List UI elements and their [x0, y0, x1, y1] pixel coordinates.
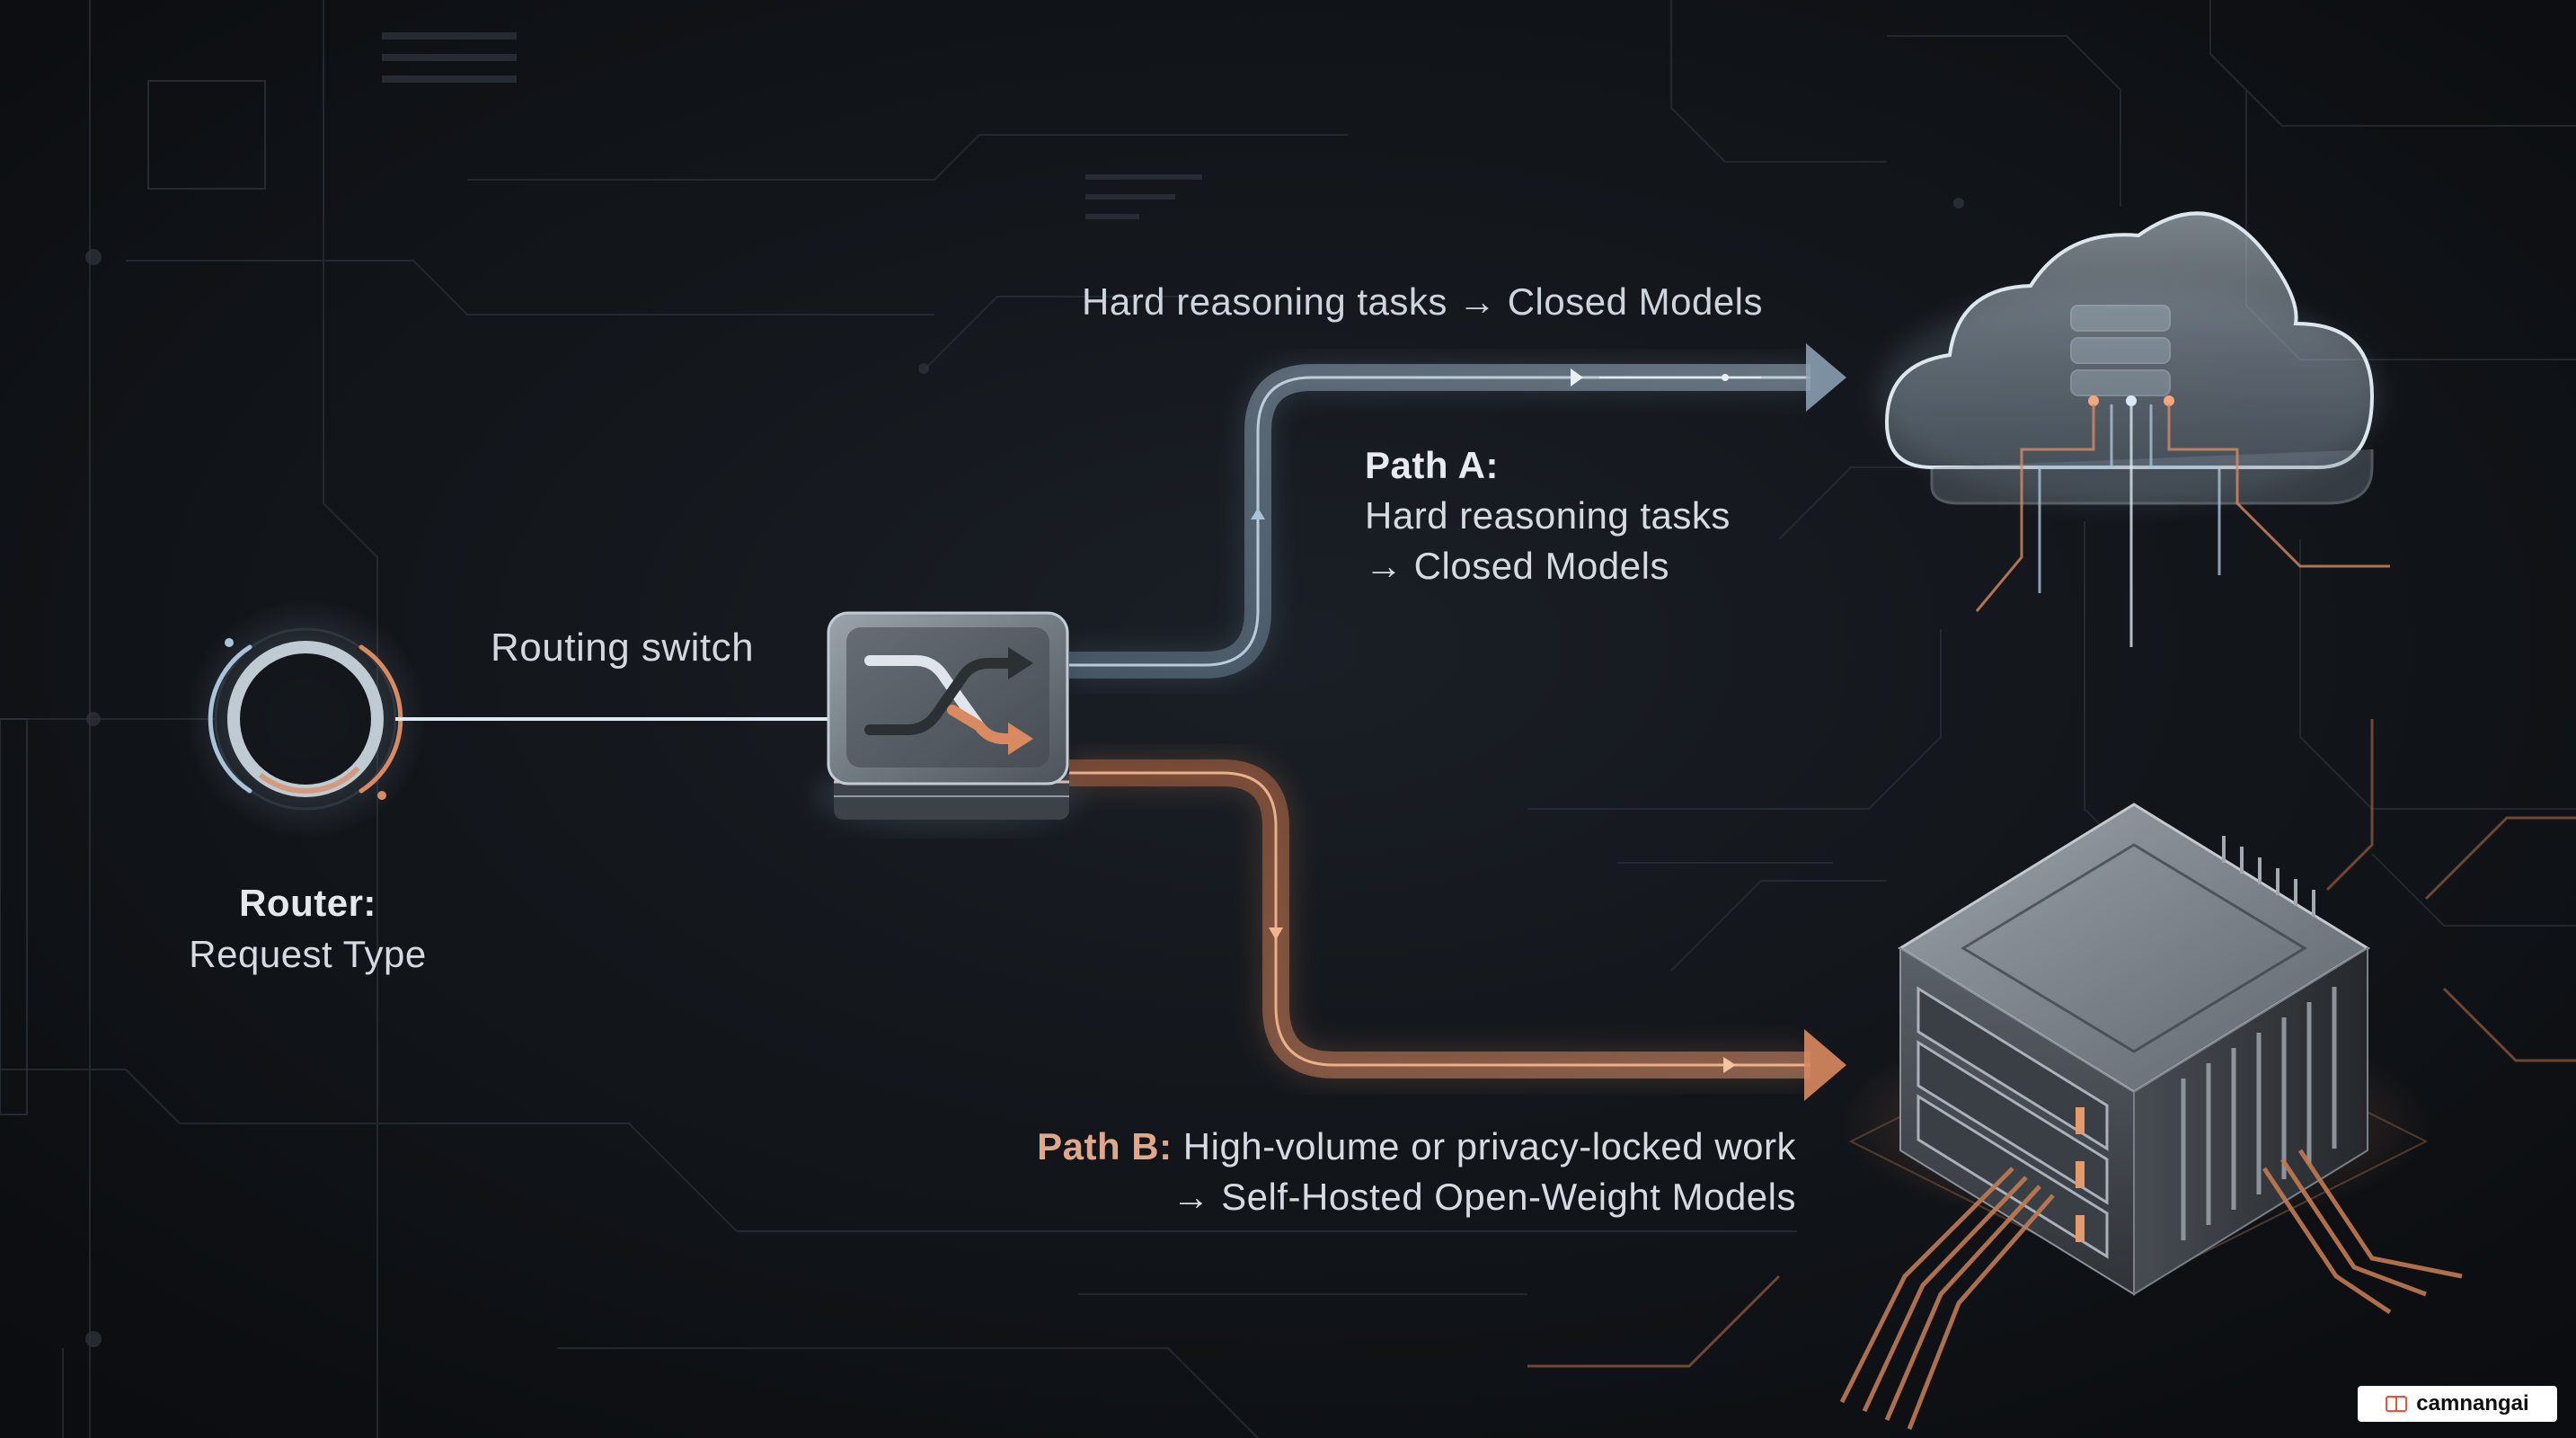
path-b-title: Path B: [1037, 1125, 1173, 1167]
router-node-icon [184, 598, 427, 840]
shuffle-switch-icon [813, 611, 1083, 831]
server-icon [1837, 803, 2430, 1296]
path-b-line1-row: Path B: High-volume or privacy-locked wo… [1037, 1122, 1796, 1172]
watermark-text: camnangai [2416, 1391, 2529, 1416]
path-a-label: Path A: Hard reasoning tasks → Closed Mo… [1365, 440, 1731, 591]
watermark-badge: camnangai [2358, 1386, 2557, 1422]
router-label: Router: Request Type [135, 877, 481, 980]
cloud-icon [1878, 211, 2381, 505]
top-path-label: Hard reasoning tasks → Closed Models [1082, 280, 1764, 323]
path-a-line1: Hard reasoning tasks [1365, 494, 1731, 537]
path-b-connector [1069, 755, 1846, 1101]
book-icon [2386, 1396, 2408, 1412]
cloud-circuit-traces [1975, 404, 2390, 647]
routing-switch-label: Routing switch [491, 626, 755, 670]
server-circuit-traces [1527, 719, 2576, 1368]
router-subtitle: Request Type [189, 933, 427, 975]
circuit-decor [0, 32, 1964, 1347]
server-cables [1839, 1149, 2463, 1430]
path-b-line2: → Self-Hosted Open-Weight Models [1172, 1176, 1796, 1218]
path-b-label: Path B: High-volume or privacy-locked wo… [1037, 1122, 1796, 1222]
path-b-line1: High-volume or privacy-locked work [1182, 1125, 1796, 1167]
path-a-connector [1069, 343, 1846, 683]
router-title: Router: [239, 882, 376, 924]
path-a-title: Path A: [1365, 444, 1499, 486]
path-a-line2: → Closed Models [1365, 545, 1669, 587]
